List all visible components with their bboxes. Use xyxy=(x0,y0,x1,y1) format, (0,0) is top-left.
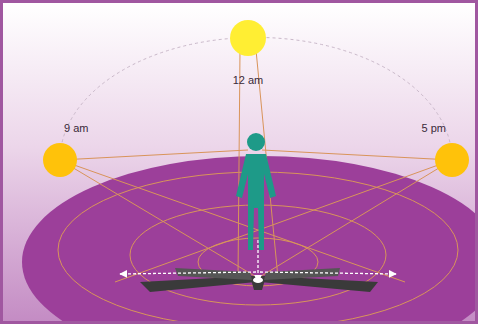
sun-noon xyxy=(230,20,266,56)
sun-path-arc xyxy=(60,37,452,160)
sun-evening xyxy=(435,143,469,177)
shadow xyxy=(140,268,378,292)
time-label: 9 am xyxy=(64,122,88,135)
foot-point xyxy=(253,277,263,283)
ground-ring xyxy=(130,205,386,305)
time-label: 5 pm xyxy=(422,122,446,135)
sun-morning xyxy=(43,143,77,177)
person-figure xyxy=(236,133,276,250)
sun-ray xyxy=(60,50,452,282)
frame xyxy=(2,2,477,323)
shadow-arrow xyxy=(120,240,396,282)
time-label: 12 am xyxy=(233,74,264,87)
